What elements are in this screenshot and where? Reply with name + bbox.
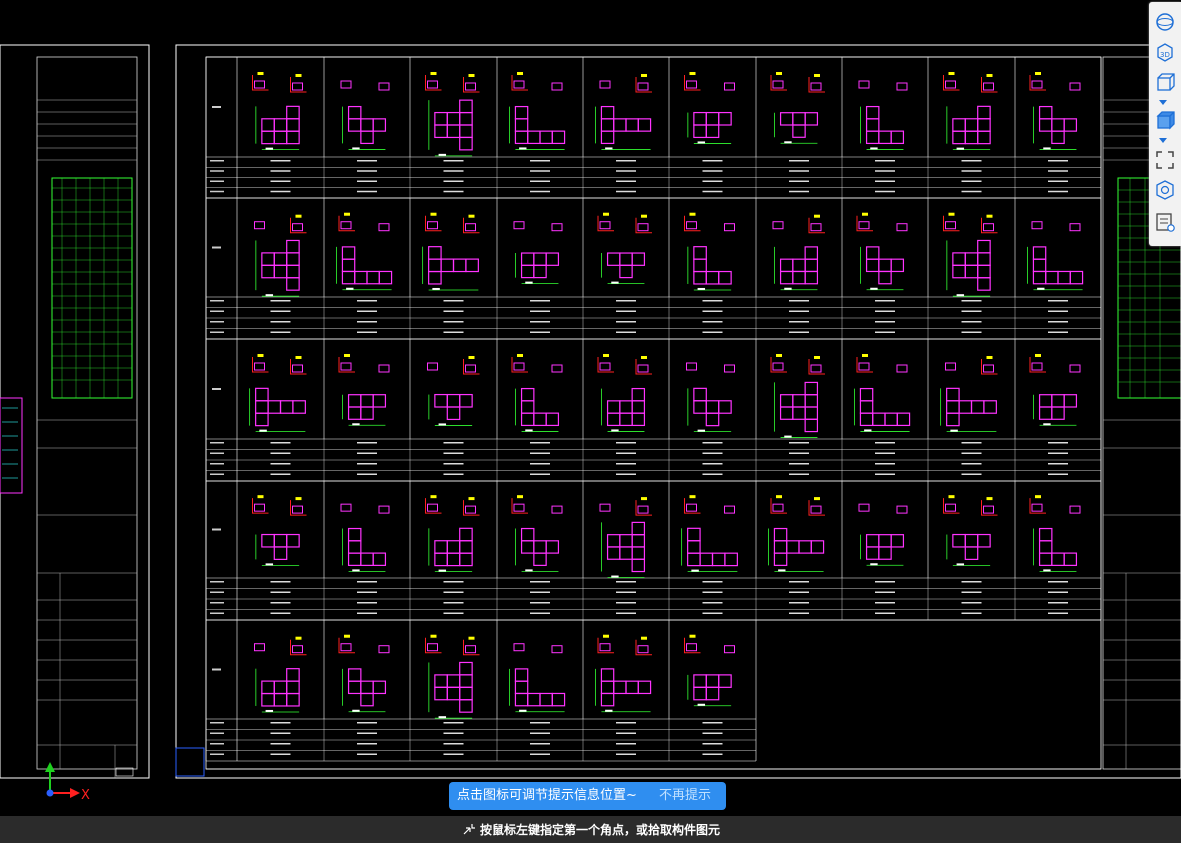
- command-prompt: 按鼠标左键指定第一个角点，或拾取构件图元: [480, 823, 721, 837]
- view-3d-icon[interactable]: 3D: [1153, 40, 1177, 64]
- main-sheet: [175, 44, 1181, 779]
- column-schedule-table: [205, 56, 1102, 770]
- tip-message[interactable]: 点击图标可调节提示信息位置~: [457, 788, 637, 803]
- column-sections: [249, 72, 1084, 719]
- property-list-icon[interactable]: [1153, 210, 1177, 234]
- solid-box-icon[interactable]: [1153, 108, 1177, 132]
- ucs-axis: X: [45, 762, 90, 803]
- sphere-view-icon[interactable]: [1153, 10, 1177, 34]
- corner-pick-icon: [463, 824, 475, 835]
- box-menu-chevron-down-icon[interactable]: [1159, 100, 1167, 105]
- view-toolbar: 3D: [1149, 2, 1181, 246]
- svg-text:3D: 3D: [1160, 51, 1170, 59]
- x-axis-label: X: [81, 788, 90, 803]
- wireframe-box-icon[interactable]: [1153, 70, 1177, 94]
- full-extent-icon[interactable]: [1153, 148, 1177, 172]
- dismiss-tip-button[interactable]: 不再提示: [659, 788, 712, 803]
- solid-menu-chevron-down-icon[interactable]: [1159, 138, 1167, 143]
- command-bar: 按鼠标左键指定第一个角点，或拾取构件图元: [0, 816, 1181, 843]
- left-sheet: [0, 44, 150, 779]
- info-tip: 点击图标可调节提示信息位置~ 不再提示: [449, 782, 726, 810]
- component-view-icon[interactable]: [1153, 178, 1177, 202]
